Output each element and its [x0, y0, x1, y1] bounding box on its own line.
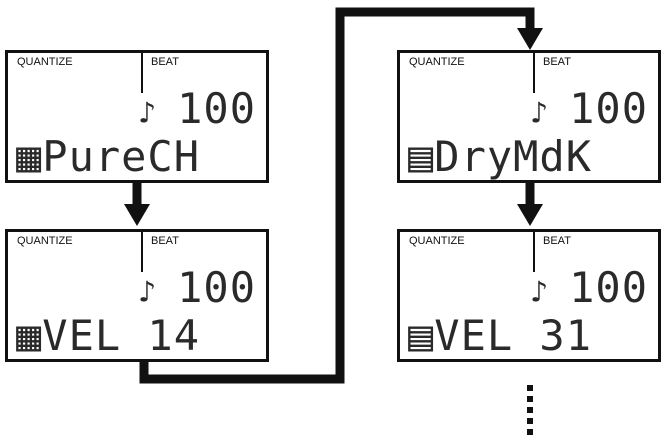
tempo-value: 100: [569, 263, 648, 312]
tempo-value: 100: [569, 84, 648, 133]
connector-arrow-head: [517, 28, 543, 50]
lcd-row-value: ▤DryMdK: [408, 132, 593, 181]
header-divider: [141, 232, 143, 272]
header-divider: [533, 53, 535, 93]
arrow-right-head: [517, 204, 543, 226]
quantize-label: QUANTIZE: [17, 56, 73, 68]
eighth-note-icon: ♪: [138, 275, 158, 310]
header-divider: [533, 232, 535, 272]
lcd-row-tempo: ♪100: [138, 88, 256, 135]
lcd-row-value: ▦PureCH: [16, 132, 201, 181]
lcd-row-value: ▤VEL 31: [408, 311, 593, 360]
beat-label: BEAT: [543, 235, 571, 247]
lcd-panel-4: QUANTIZE BEAT ♪100 ▤VEL 31: [397, 229, 661, 362]
quantize-label: QUANTIZE: [17, 235, 73, 247]
connector-path: [139, 7, 535, 384]
lcd-row-tempo: ♪100: [138, 267, 256, 314]
lcd-row-value: ▦VEL 14: [16, 311, 201, 360]
eighth-note-icon: ♪: [530, 96, 550, 131]
lcd-header: QUANTIZE BEAT: [8, 232, 266, 272]
lcd-panel-3: QUANTIZE BEAT ♪100 ▤DryMdK: [397, 50, 661, 183]
beat-label: BEAT: [151, 56, 179, 68]
lcd-panel-1: QUANTIZE BEAT ♪100 ▦PureCH: [5, 50, 269, 183]
lcd-header: QUANTIZE BEAT: [8, 53, 266, 93]
arrow-left-head: [124, 204, 150, 226]
header-divider: [141, 53, 143, 93]
lcd-row-tempo: ♪100: [530, 88, 648, 135]
tempo-value: 100: [177, 84, 256, 133]
lcd-header: QUANTIZE BEAT: [400, 53, 658, 93]
eighth-note-icon: ♪: [530, 275, 550, 310]
beat-label: BEAT: [543, 56, 571, 68]
lcd-panel-2: QUANTIZE BEAT ♪100 ▦VEL 14: [5, 229, 269, 362]
quantize-label: QUANTIZE: [409, 235, 465, 247]
quantize-label: QUANTIZE: [409, 56, 465, 68]
beat-label: BEAT: [151, 235, 179, 247]
lcd-header: QUANTIZE BEAT: [400, 232, 658, 272]
lcd-row-tempo: ♪100: [530, 267, 648, 314]
eighth-note-icon: ♪: [138, 96, 158, 131]
tempo-value: 100: [177, 263, 256, 312]
